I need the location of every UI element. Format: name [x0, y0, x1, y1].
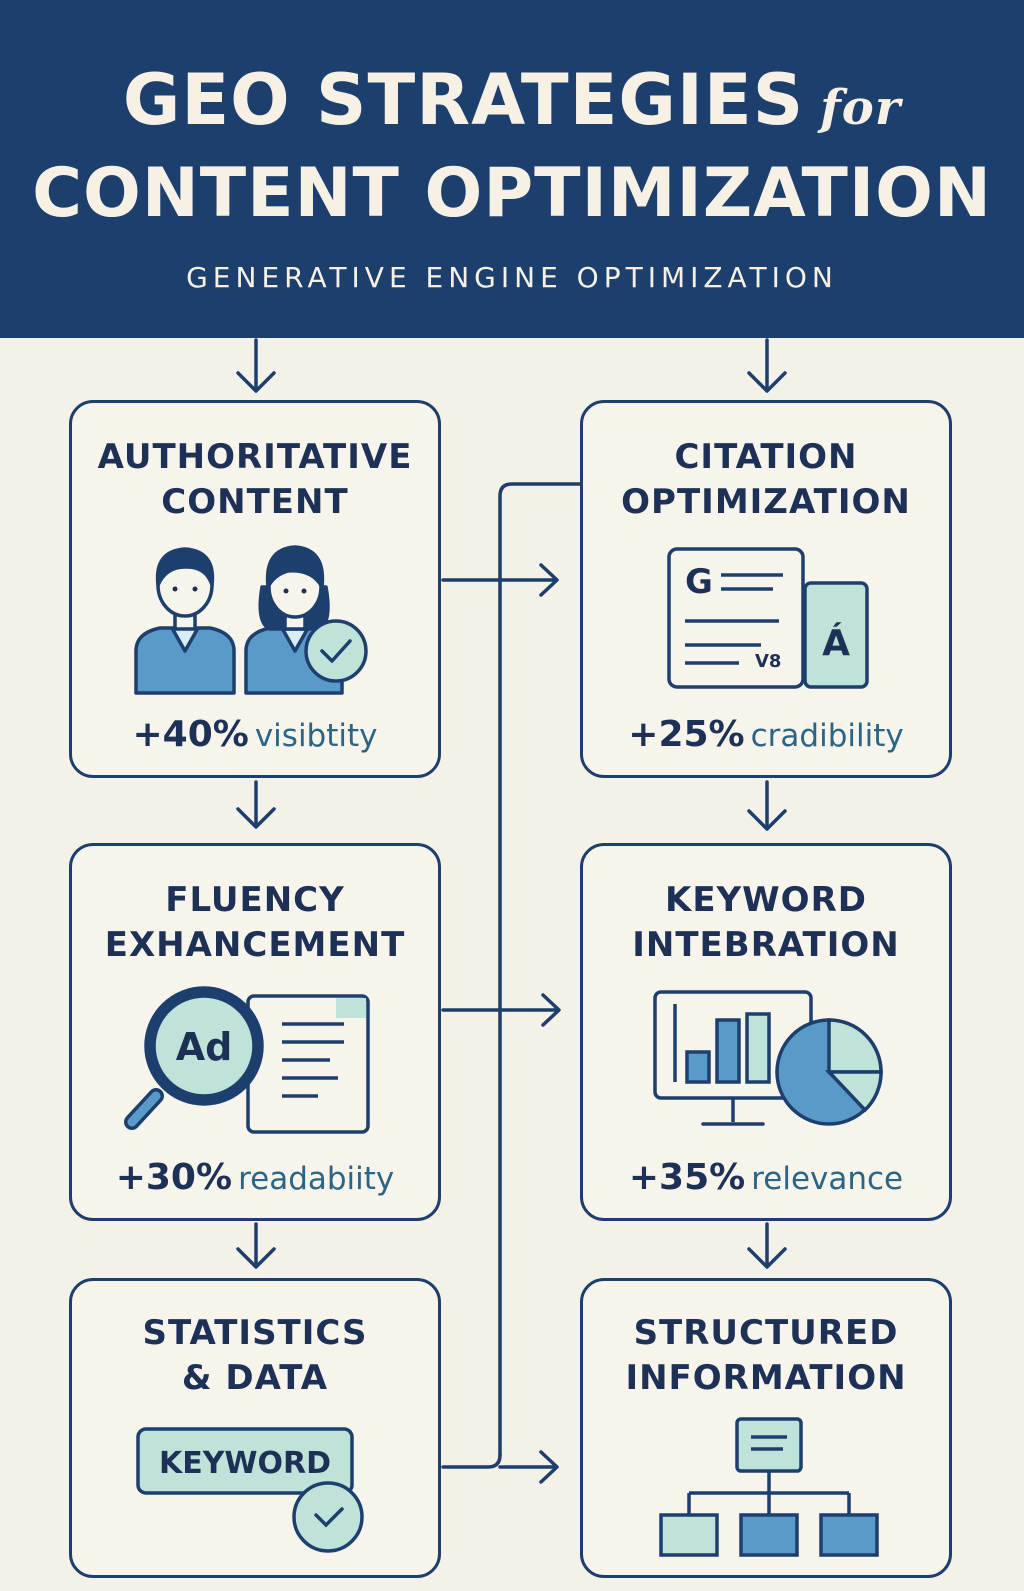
- arrow-fluency-to-right: [441, 993, 561, 1027]
- stat-label: cradibility: [750, 718, 904, 754]
- card-structured-information: STRUCTURED INFORMATION: [580, 1278, 952, 1578]
- card-statistics-data: STATISTICS & DATA KEYWORD: [69, 1278, 441, 1578]
- title-main: GEO STRATEGIES: [122, 59, 805, 141]
- card-title: AUTHORITATIVE CONTENT: [97, 437, 413, 522]
- stat-value: +35%: [628, 1157, 746, 1198]
- arrow-keyword-to-structured: [747, 1222, 787, 1269]
- arrow-citation-to-keyword: [747, 780, 787, 831]
- team-check-icon: [134, 545, 368, 695]
- doc-letter: G: [685, 562, 713, 602]
- citation-documents-icon: G Á V8: [667, 547, 869, 689]
- arrow-authoritative-to-fluency: [236, 780, 276, 829]
- side-letter: Á: [822, 622, 850, 664]
- header-banner: GEO STRATEGIES for CONTENT OPTIMIZATION G…: [0, 0, 1024, 338]
- page-title: GEO STRATEGIES for: [0, 58, 1024, 150]
- card-title: STATISTICS & DATA: [142, 1313, 368, 1398]
- stat-label: visibtity: [254, 718, 378, 754]
- keyword-search-icon: KEYWORD: [136, 1427, 364, 1553]
- card-stat: +30%readabiity: [72, 1156, 438, 1206]
- card-title: FLUENCY EXHANCEMENT: [104, 880, 406, 965]
- stat-label: relevance: [751, 1161, 904, 1197]
- stat-value: +25%: [628, 714, 745, 755]
- card-stat: +25%cradibility: [583, 713, 949, 763]
- card-stat: +40%visibtity: [72, 713, 438, 763]
- card-title: KEYWORD INTEBRATION: [632, 880, 900, 965]
- trunk-line: [441, 482, 582, 1484]
- arrow-header-to-authoritative: [236, 338, 276, 393]
- title-for: for: [820, 80, 902, 136]
- stat-label: readabiity: [238, 1161, 395, 1197]
- hierarchy-icon: [659, 1417, 879, 1557]
- arrow-authoritative-to-right: [441, 563, 559, 597]
- monitor-chart-icon: [653, 990, 883, 1126]
- arrow-fluency-to-statistics: [236, 1222, 276, 1269]
- card-title: STRUCTURED INFORMATION: [625, 1313, 907, 1398]
- card-authoritative-content: AUTHORITATIVE CONTENT +40%visibtity: [69, 400, 441, 778]
- keyword-text: KEYWORD: [159, 1446, 331, 1481]
- stat-value: +30%: [115, 1157, 233, 1198]
- arrow-header-to-citation: [747, 338, 787, 393]
- card-fluency-exhancement: FLUENCY EXHANCEMENT Ad +30%readabiity: [69, 843, 441, 1221]
- magnifier-document-icon: Ad: [124, 986, 370, 1134]
- stat-value: +40%: [132, 714, 249, 755]
- card-keyword-intebration: KEYWORD INTEBRATION +35%relevance: [580, 843, 952, 1221]
- lens-text: Ad: [176, 1025, 233, 1069]
- doc-code: V8: [755, 651, 781, 672]
- card-citation-optimization: CITATION OPTIMIZATION G Á V8 +25%cradibi…: [580, 400, 952, 778]
- card-stat: +35%relevance: [583, 1156, 949, 1206]
- title-line-2: CONTENT OPTIMIZATION: [32, 154, 992, 233]
- card-title: CITATION OPTIMIZATION: [621, 437, 911, 522]
- page-subtitle: GENERATIVE ENGINE OPTIMIZATION: [186, 261, 838, 294]
